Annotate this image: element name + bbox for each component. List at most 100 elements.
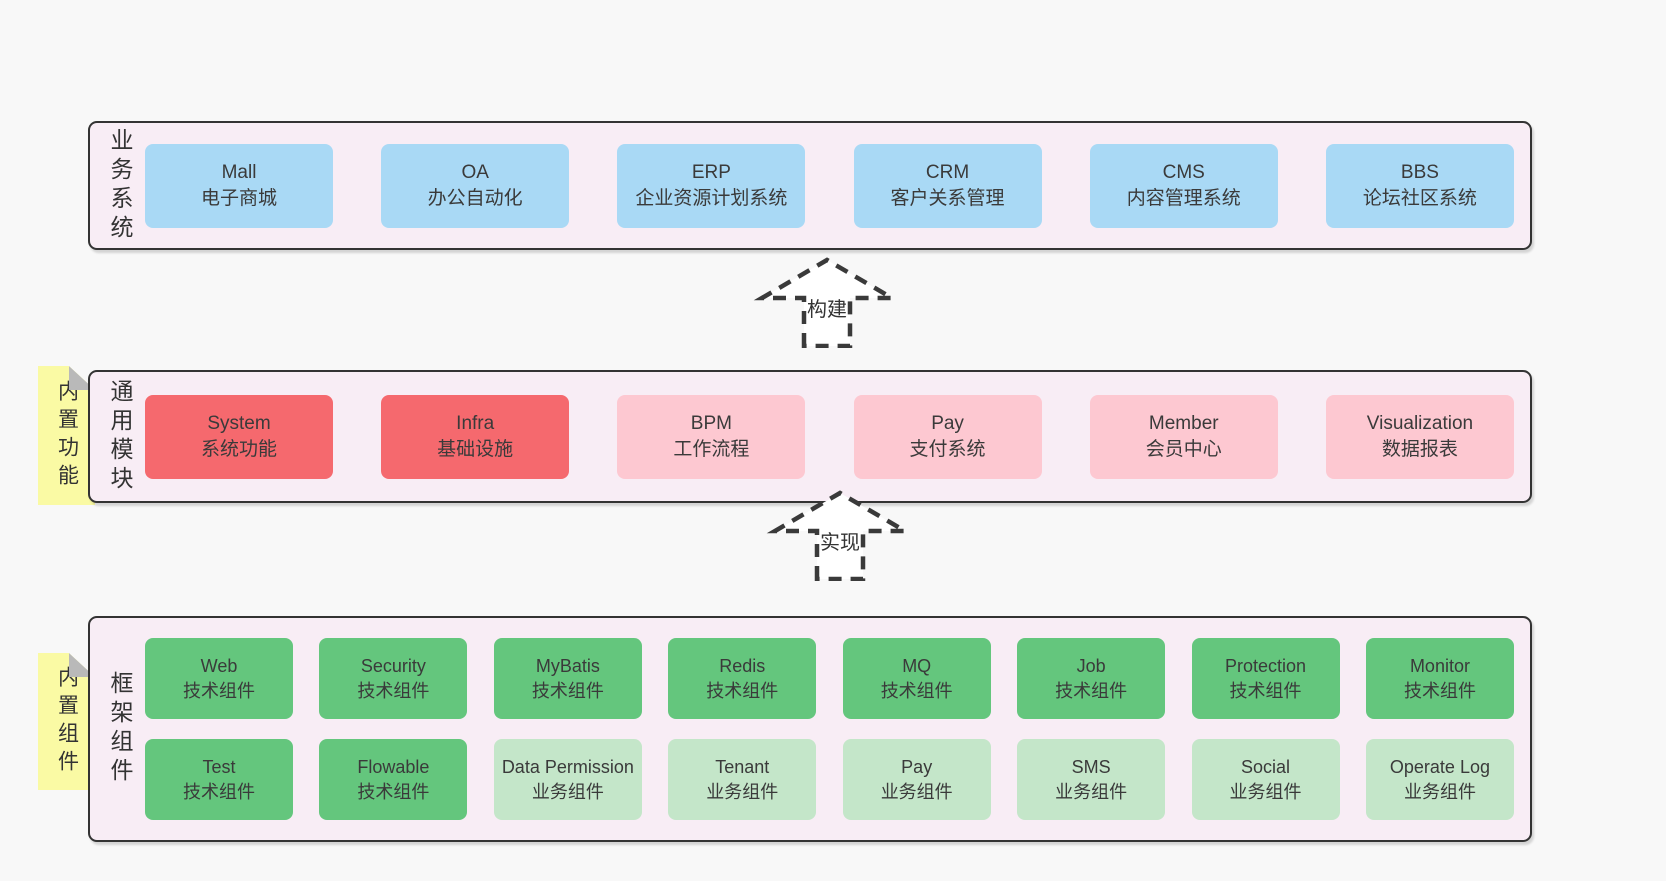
box-name: Test [202, 757, 236, 778]
box-row: Mall 电子商城 OA 办公自动化 ERP 企业资源计划系统 CRM 客户关系管理 CMS 内容… [145, 143, 1514, 228]
box-name: Pay [931, 412, 964, 434]
arrow-build-label: 构建 [807, 298, 847, 321]
box-monitor: Monitor 技术组件 [1365, 638, 1514, 719]
box-row: Test 技术组件 Flowable 技术组件 Data Permission 业务组件 T… [145, 739, 1514, 820]
sticky-note-built-in-features: 内置功能 [38, 366, 95, 505]
arrow-implement-icon: 实现 [766, 490, 914, 581]
box-desc: 企业资源计划系统 [635, 187, 788, 209]
band-business-systems-label: 业务系统 [107, 127, 133, 244]
box-desc: 内容管理系统 [1126, 187, 1241, 209]
box-name: Tenant [715, 757, 770, 778]
box-protection: Protection 技术组件 [1191, 638, 1340, 719]
band-framework-components-label: 框架组件 [107, 671, 133, 787]
box-erp: ERP 企业资源计划系统 [617, 143, 806, 228]
box-name: Flowable [357, 757, 430, 778]
box-name: Data Permission [501, 757, 634, 778]
box-row: System 系统功能 Infra 基础设施 BPM 工作流程 Pay 支付系统 Member 会… [145, 394, 1514, 479]
box-desc: 办公自动化 [427, 187, 523, 209]
box-desc: 客户关系管理 [890, 187, 1005, 209]
box-desc: 电子商城 [200, 187, 277, 209]
box-name: System [207, 412, 271, 434]
box-name: BBS [1400, 161, 1439, 183]
box-desc: 论坛社区系统 [1362, 187, 1477, 209]
box-name: BPM [690, 412, 732, 434]
box-name: Visualization [1366, 412, 1474, 434]
box-name: Web [200, 656, 238, 677]
box-member: Member 会员中心 [1089, 394, 1278, 479]
box-pay: Pay 支付系统 [853, 394, 1042, 479]
box-name: Member [1148, 412, 1219, 434]
box-name: Operate Log [1389, 757, 1490, 778]
box-oa: OA 办公自动化 [381, 143, 570, 228]
box-name: CRM [925, 161, 970, 183]
box-visualization: Visualization 数据报表 [1325, 394, 1514, 479]
box-desc: 会员中心 [1145, 438, 1222, 460]
box-desc: 技术组件 [183, 781, 255, 802]
box-name: Social [1241, 757, 1291, 778]
box-test: Test 技术组件 [145, 739, 293, 820]
box-mybatis: MyBatis 技术组件 [493, 638, 642, 719]
box-name: CMS [1162, 161, 1205, 183]
box-name: Infra [456, 412, 495, 434]
box-redis: Redis 技术组件 [668, 638, 817, 719]
box-system: System 系统功能 [145, 394, 333, 479]
box-name: Pay [901, 757, 933, 778]
box-desc: 技术组件 [880, 680, 953, 701]
box-desc: 业务组件 [1403, 781, 1476, 802]
box-bpm: BPM 工作流程 [617, 394, 806, 479]
box-cms: CMS 内容管理系统 [1089, 143, 1278, 228]
box-desc: 技术组件 [1055, 680, 1128, 701]
box-desc: 系统功能 [200, 438, 277, 460]
box-name: Security [360, 656, 426, 677]
box-name: Protection [1225, 656, 1307, 677]
box-name: OA [461, 161, 489, 183]
box-desc: 业务组件 [880, 781, 953, 802]
box-name: Monitor [1409, 656, 1470, 677]
box-sms: SMS 业务组件 [1017, 739, 1166, 820]
box-name: MyBatis [535, 656, 600, 677]
box-desc: 数据报表 [1381, 438, 1458, 460]
box-desc: 业务组件 [1055, 781, 1128, 802]
box-mall: Mall 电子商城 [145, 143, 333, 228]
box-name: Redis [719, 656, 766, 677]
box-desc: 技术组件 [531, 680, 604, 701]
box-flowable: Flowable 技术组件 [319, 739, 468, 820]
box-crm: CRM 客户关系管理 [853, 143, 1042, 228]
arrow-build-icon: 构建 [753, 257, 901, 348]
arrow-implement-label: 实现 [820, 531, 860, 554]
box-name: ERP [691, 161, 731, 183]
box-name: Mall [221, 161, 257, 183]
box-name: SMS [1071, 757, 1111, 778]
box-desc: 业务组件 [706, 781, 779, 802]
box-desc: 技术组件 [1403, 680, 1476, 701]
box-desc: 支付系统 [909, 438, 986, 460]
box-pay: Pay 业务组件 [842, 739, 991, 820]
box-mq: MQ 技术组件 [842, 638, 991, 719]
band-business-systems-boxes: Mall 电子商城 OA 办公自动化 ERP 企业资源计划系统 CRM 客户关系管理 CMS 内容… [145, 123, 1514, 248]
box-infra: Infra 基础设施 [381, 394, 570, 479]
box-web: Web 技术组件 [145, 638, 293, 719]
box-desc: 技术组件 [1229, 680, 1302, 701]
box-desc: 技术组件 [183, 680, 255, 701]
band-business-systems: 业务系统 Mall 电子商城 OA 办公自动化 ERP 企业资源计划系统 CRM 客户关系管理… [88, 121, 1532, 250]
box-social: Social 业务组件 [1191, 739, 1340, 820]
band-common-modules-boxes: System 系统功能 Infra 基础设施 BPM 工作流程 Pay 支付系统 Member 会… [145, 372, 1514, 501]
box-desc: 工作流程 [673, 438, 750, 460]
box-desc: 业务组件 [531, 781, 604, 802]
box-desc: 业务组件 [1229, 781, 1302, 802]
box-desc: 基础设施 [437, 438, 514, 460]
box-desc: 技术组件 [357, 781, 430, 802]
box-security: Security 技术组件 [319, 638, 468, 719]
box-operate-log: Operate Log 业务组件 [1365, 739, 1514, 820]
box-desc: 技术组件 [706, 680, 779, 701]
box-desc: 技术组件 [357, 680, 430, 701]
sticky-note-built-in-components: 内置组件 [38, 653, 95, 790]
box-bbs: BBS 论坛社区系统 [1325, 143, 1514, 228]
box-name: MQ [902, 656, 932, 677]
